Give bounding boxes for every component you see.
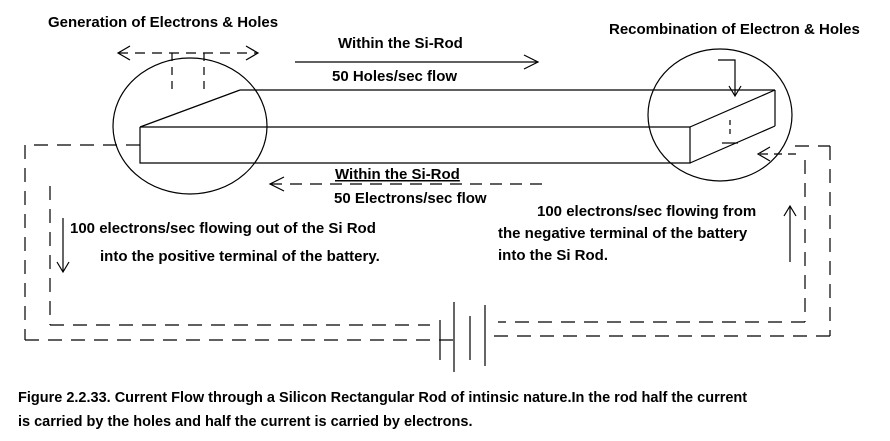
- figure-caption-line1: Figure 2.2.33. Current Flow through a Si…: [18, 390, 747, 406]
- left-note-line2: into the positive terminal of the batter…: [100, 248, 380, 265]
- left-down-arrow: [56, 218, 70, 274]
- within-rod-top-label: Within the Si-Rod: [338, 35, 463, 52]
- electrons-flow-label: 50 Electrons/sec flow: [334, 190, 487, 207]
- recombination-label: Recombination of Electron & Holes: [609, 21, 860, 38]
- recombination-circle: [647, 48, 793, 182]
- figure-caption-line2: is carried by the holes and half the cur…: [18, 414, 472, 430]
- generation-circle: [112, 57, 268, 195]
- generation-double-arrow: [116, 45, 260, 95]
- generation-label: Generation of Electrons & Holes: [48, 14, 278, 31]
- right-note-line1: 100 electrons/sec flowing from: [537, 203, 756, 220]
- electrons-flow-arrow: [268, 176, 545, 192]
- right-note-line3: into the Si Rod.: [498, 247, 608, 264]
- external-circuit: [24, 144, 831, 341]
- right-up-arrow: [783, 204, 797, 262]
- holes-flow-arrow: [295, 54, 540, 70]
- within-rod-bottom-label: Within the Si-Rod: [335, 166, 460, 183]
- holes-flow-label: 50 Holes/sec flow: [332, 68, 457, 85]
- right-note-line2: the negative terminal of the battery: [498, 225, 748, 242]
- recombination-arrows: [718, 59, 798, 162]
- left-note-line1: 100 electrons/sec flowing out of the Si …: [70, 220, 376, 237]
- silicon-rod: [139, 89, 776, 164]
- battery-icon: [439, 302, 486, 372]
